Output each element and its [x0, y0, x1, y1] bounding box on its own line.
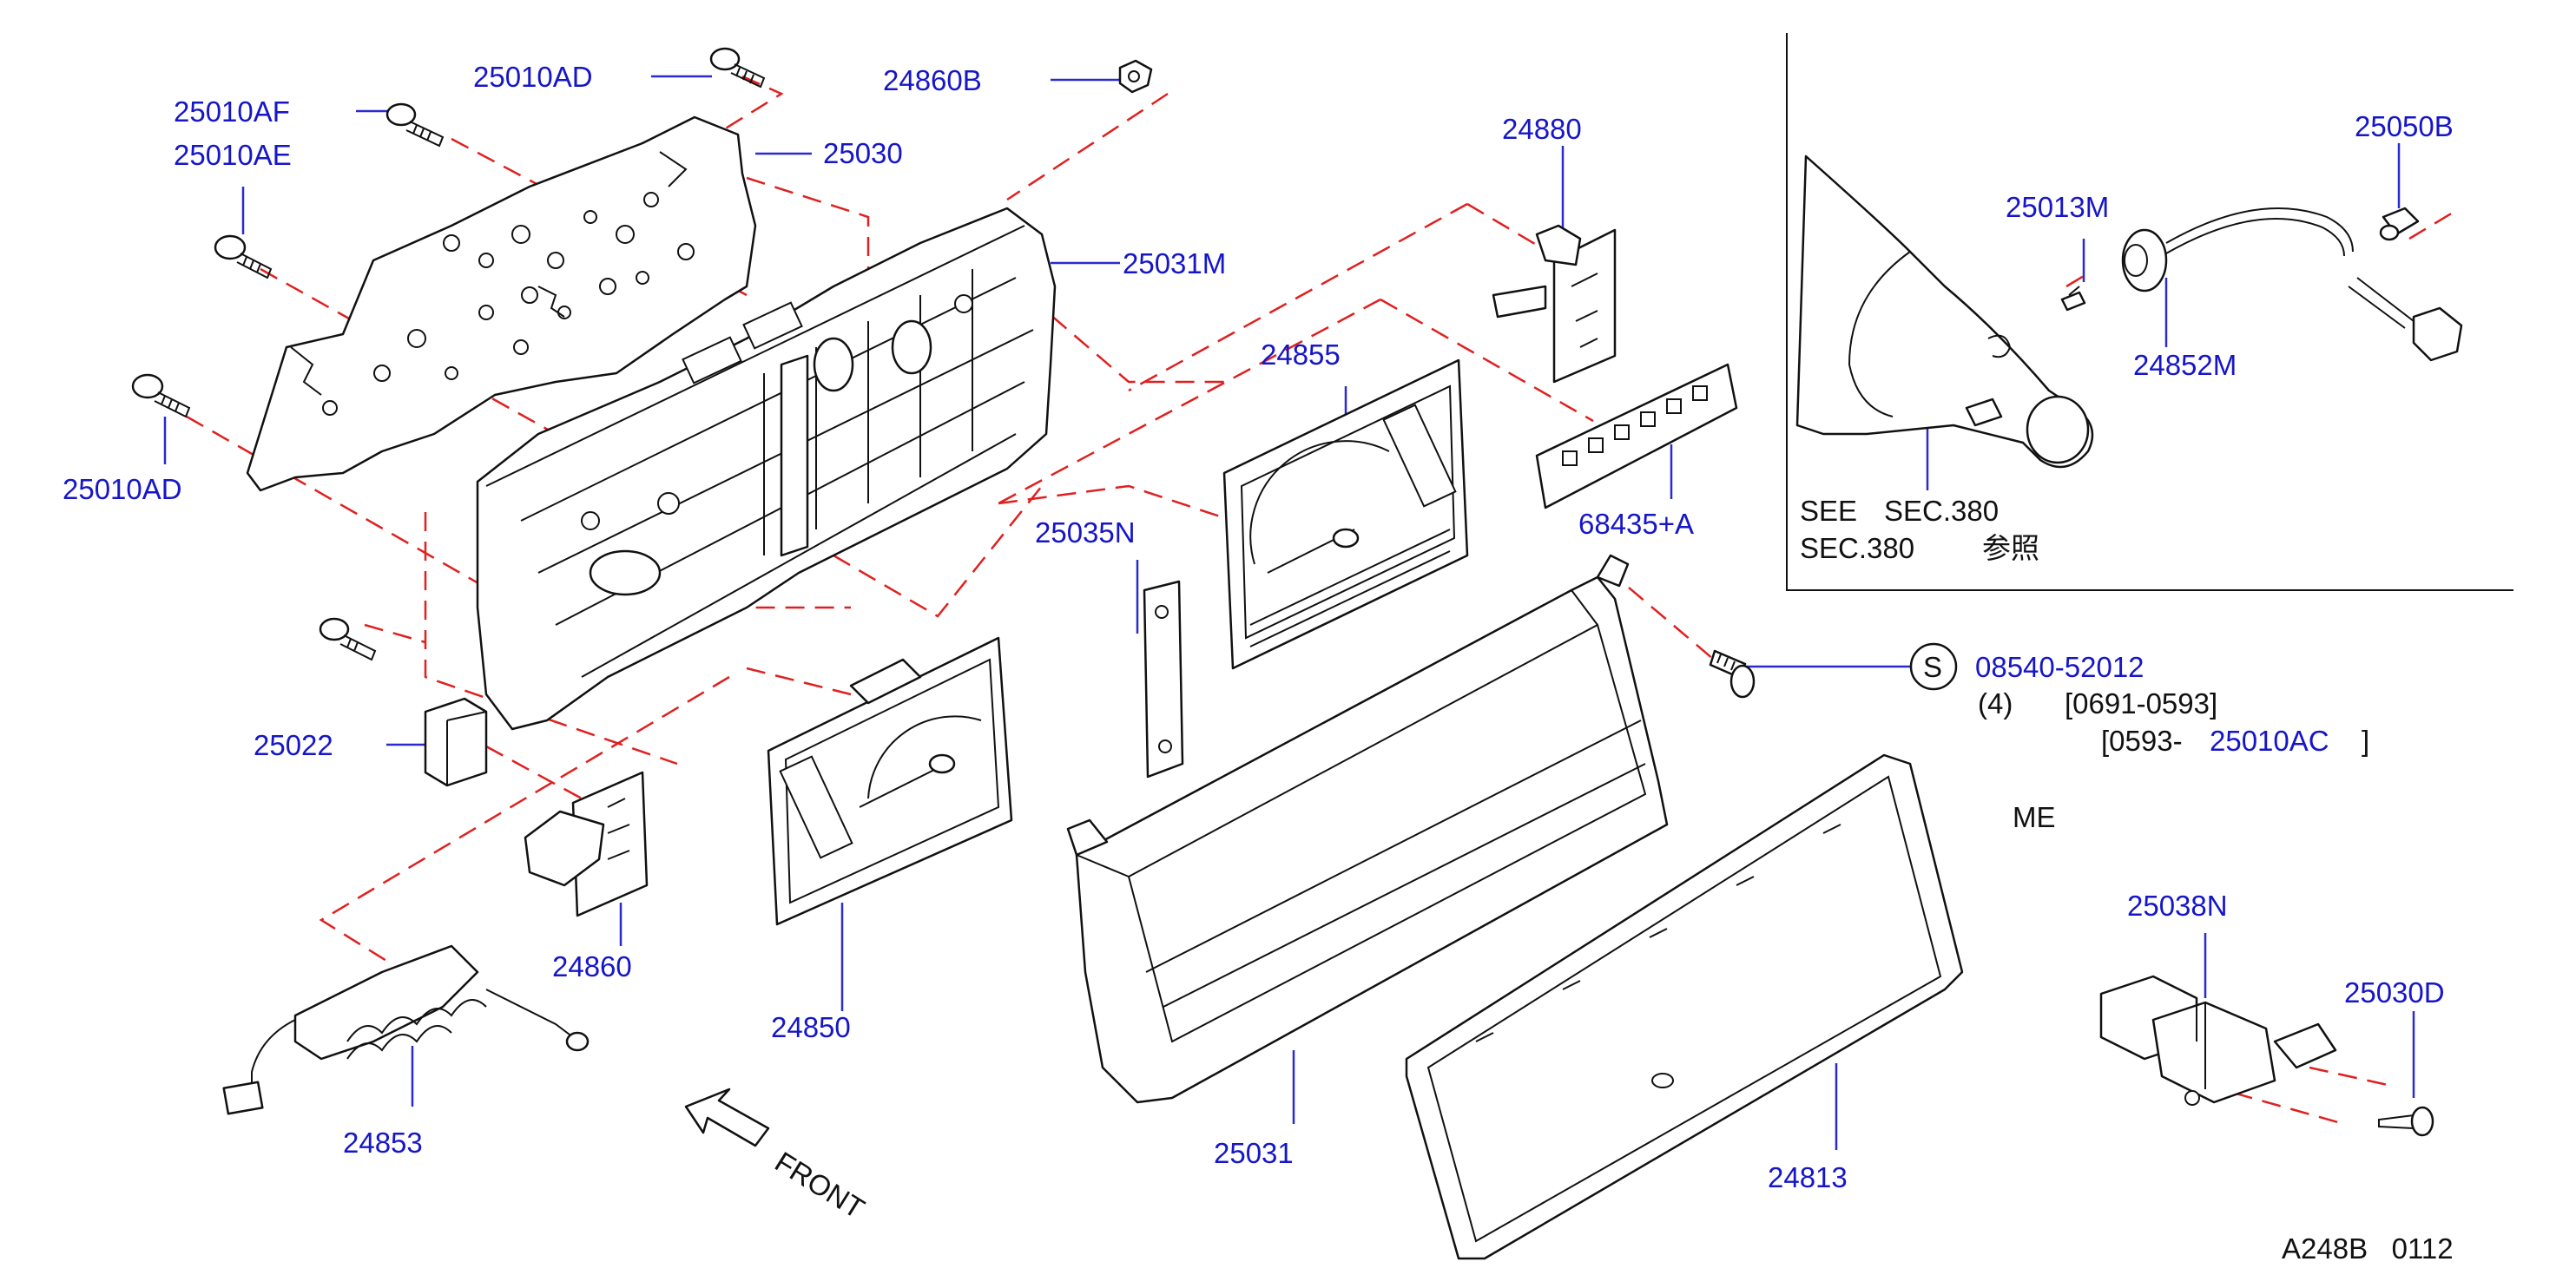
- label-24860: 24860: [552, 950, 632, 982]
- front-label: FRONT: [769, 1146, 870, 1226]
- screw-25030D: [2378, 1106, 2434, 1137]
- label-25031: 25031: [1214, 1137, 1294, 1169]
- label-25030D: 25030D: [2344, 976, 2445, 1009]
- front-arrow-icon: [684, 1088, 770, 1147]
- label-25035N: 25035N: [1035, 516, 1136, 549]
- date-range-2-suffix: ]: [2362, 725, 2369, 757]
- housing-25031: [1066, 554, 1669, 1104]
- label-25013M: 25013M: [2006, 191, 2109, 223]
- label-24855: 24855: [1261, 338, 1341, 371]
- diagram-code: A248B 0112: [2282, 1232, 2454, 1265]
- printed-circuit-25030: [246, 115, 757, 492]
- label-68435A: 68435+A: [1578, 508, 1694, 540]
- nut-24860B: [1118, 59, 1153, 94]
- part-labels: 25010AD 24860B 25010AF 25010AE 25030 248…: [63, 61, 2454, 1193]
- label-08540-52012: 08540-52012: [1975, 651, 2144, 683]
- label-24860B: 24860B: [883, 64, 982, 96]
- bracket-24860: [524, 771, 649, 917]
- inset-box: [1786, 33, 2513, 591]
- label-25022: 25022: [254, 729, 333, 761]
- screw-08540-52012: [1709, 649, 1756, 699]
- leader-lines: [163, 75, 2415, 1150]
- switch-25038N: [2099, 975, 2337, 1106]
- see-note-sanshou: 参照: [1982, 531, 2039, 565]
- clip-25050B: [2379, 207, 2420, 241]
- bolt-25010AE: [214, 234, 273, 279]
- bolt-25010AD-left: [131, 373, 191, 418]
- see-note-see: SEE: [1800, 495, 1857, 527]
- label-25010AC: 25010AC: [2210, 725, 2329, 757]
- label-24813: 24813: [1768, 1161, 1848, 1193]
- screw-symbol-letter: S: [1923, 651, 1942, 683]
- lens-24813: [1405, 753, 1964, 1260]
- meter-24855: [1222, 358, 1469, 670]
- harness-24853: [222, 944, 590, 1115]
- see-note-sec-jp: SEC.380: [1800, 532, 1914, 564]
- sensor-24852M: [2121, 207, 2463, 362]
- plate-68435A: [1535, 363, 1738, 509]
- connector-25022: [424, 697, 488, 787]
- inset-column-cover: [1795, 154, 2094, 469]
- screw-symbol-icon: [1909, 642, 1958, 691]
- shim-25035N: [1143, 580, 1184, 779]
- bolt-25010AF: [385, 102, 445, 148]
- pinion-25013M: [2060, 286, 2086, 312]
- date-range-1: [0691-0593]: [2065, 687, 2217, 720]
- label-25038N: 25038N: [2127, 890, 2228, 922]
- label-24880: 24880: [1502, 113, 1582, 145]
- label-25010AF: 25010AF: [174, 95, 290, 128]
- see-note-sec: SEC.380: [1884, 495, 1999, 527]
- label-24853: 24853: [343, 1127, 423, 1159]
- me-note: ME: [2013, 801, 2056, 833]
- label-25050B: 25050B: [2355, 110, 2454, 142]
- label-25010AD-left: 25010AD: [63, 473, 182, 505]
- label-24852M: 24852M: [2133, 349, 2237, 381]
- label-25031M: 25031M: [1123, 247, 1226, 279]
- date-range-2-prefix: [0593-: [2101, 725, 2183, 757]
- label-25030: 25030: [823, 137, 903, 169]
- bolt-mid-left: [319, 617, 377, 661]
- label-24850: 24850: [771, 1011, 851, 1043]
- bracket-24880: [1492, 224, 1617, 384]
- housing-25031M: [476, 207, 1057, 731]
- meter-24850: [767, 636, 1013, 926]
- bolt-25010AD-top: [709, 47, 766, 89]
- label-25010AE: 25010AE: [174, 139, 292, 171]
- label-25010AD-top: 25010AD: [473, 61, 593, 93]
- quantity-note: (4): [1978, 687, 2013, 720]
